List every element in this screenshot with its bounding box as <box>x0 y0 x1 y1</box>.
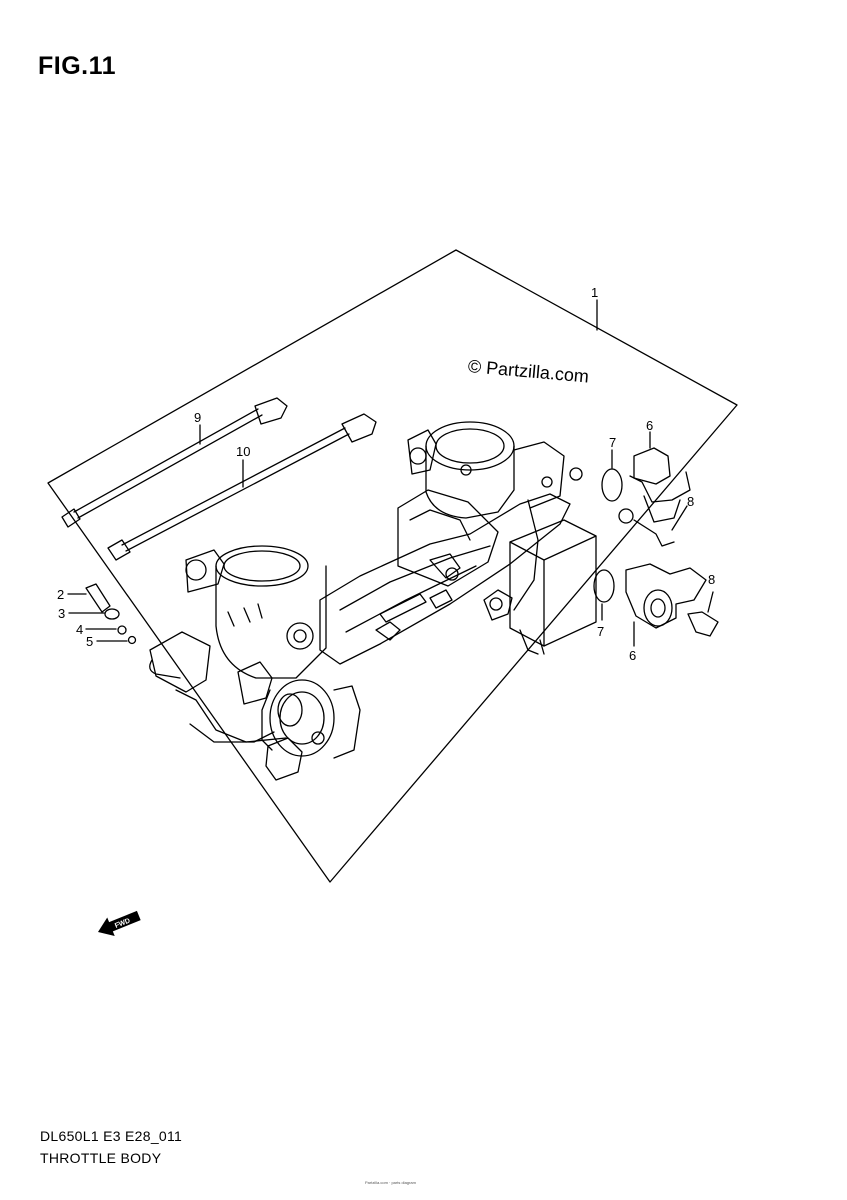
throttle-body-right <box>407 421 583 621</box>
part-9-rod <box>61 397 288 528</box>
callout-5: 5 <box>86 634 94 649</box>
callout-9: 9 <box>194 410 202 425</box>
figure-name: THROTTLE BODY <box>40 1150 162 1166</box>
callout-6-upper: 6 <box>646 418 654 433</box>
callout-8-lower: 8 <box>708 572 716 587</box>
part-10-rod <box>107 413 377 561</box>
part-6-sensor-upper <box>618 431 691 547</box>
callout-7-upper: 7 <box>609 435 617 450</box>
callout-1: 1 <box>591 285 599 300</box>
throttle-bridge-frame <box>319 489 571 665</box>
control-module-box <box>509 519 597 655</box>
callout-8-upper: 8 <box>687 494 695 509</box>
figure-code: DL650L1 E3 E28_011 <box>40 1128 183 1144</box>
callout-4: 4 <box>76 622 84 637</box>
callout-7-lower: 7 <box>597 624 605 639</box>
throttle-pulley <box>261 679 361 759</box>
part-7-oring-lower <box>593 569 615 603</box>
callout-3: 3 <box>58 606 66 621</box>
parts-2-5-screw-set <box>67 583 137 645</box>
part-7-oring-upper <box>601 468 623 502</box>
credit-line: Partzilla.com · parts diagram <box>365 1180 416 1185</box>
figure-title: FIG.11 <box>38 52 117 80</box>
throttle-body-left <box>149 545 327 781</box>
assembly-outline <box>47 249 738 883</box>
forward-arrow-icon: FWD <box>98 910 141 937</box>
part-6-sensor-lower <box>625 563 719 647</box>
callout-6-lower: 6 <box>629 648 637 663</box>
callout-2: 2 <box>57 587 65 602</box>
callout-10: 10 <box>236 444 251 459</box>
